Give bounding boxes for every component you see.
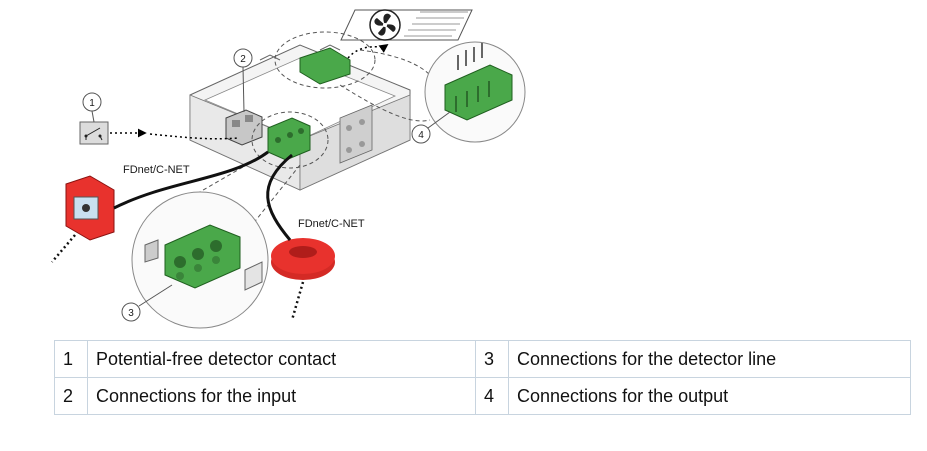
net-label-left: FDnet/C-NET [123, 164, 190, 176]
wiring-diagram: FDnet/C-NET FDnet/C-NET 1 2 3 4 [51, 9, 526, 329]
callout-4-number: 4 [418, 130, 424, 141]
input-wire-dotted [149, 133, 239, 140]
module-housing [189, 44, 411, 191]
legend-text: Potential-free detector contact [87, 340, 476, 378]
legend-number: 4 [475, 377, 509, 415]
detector-line-detail [131, 191, 269, 329]
net-label-right: FDnet/C-NET [298, 218, 365, 230]
legend-number: 3 [475, 340, 509, 378]
legend-table: 1 Potential-free detector contact 3 Conn… [54, 340, 911, 415]
net-cable-left-tail [51, 234, 76, 263]
legend-row: 1 Potential-free detector contact 3 Conn… [54, 340, 911, 378]
input-terminal [225, 109, 263, 146]
fan-output-icon [340, 9, 473, 41]
zoom-outline-output [274, 31, 376, 89]
callout-2: 2 [233, 48, 253, 113]
zoom-outline-terminal [251, 111, 329, 169]
legend-text: Connections for the input [87, 377, 476, 415]
callout-3-number: 3 [128, 308, 134, 319]
legend-row: 2 Connections for the input 4 Connection… [54, 377, 911, 415]
callout-2-number: 2 [240, 54, 246, 65]
legend-number: 2 [54, 377, 88, 415]
manual-call-point [65, 175, 115, 241]
callout-1: 1 [82, 92, 102, 123]
net-cable-right-tail [290, 281, 305, 321]
output-terminal [299, 47, 351, 85]
output-connection-dotted [344, 43, 389, 63]
callout-1-number: 1 [89, 98, 95, 109]
callout-4: 4 [411, 111, 451, 144]
callout-3: 3 [121, 284, 173, 322]
legend-text: Connections for the detector line [508, 340, 911, 378]
net-cable-right [266, 153, 293, 241]
potential-free-contact [79, 121, 109, 145]
output-detail [424, 41, 526, 143]
legend-text: Connections for the output [508, 377, 911, 415]
fire-detector [271, 238, 335, 280]
legend-number: 1 [54, 340, 88, 378]
net-cable-left [113, 150, 269, 210]
